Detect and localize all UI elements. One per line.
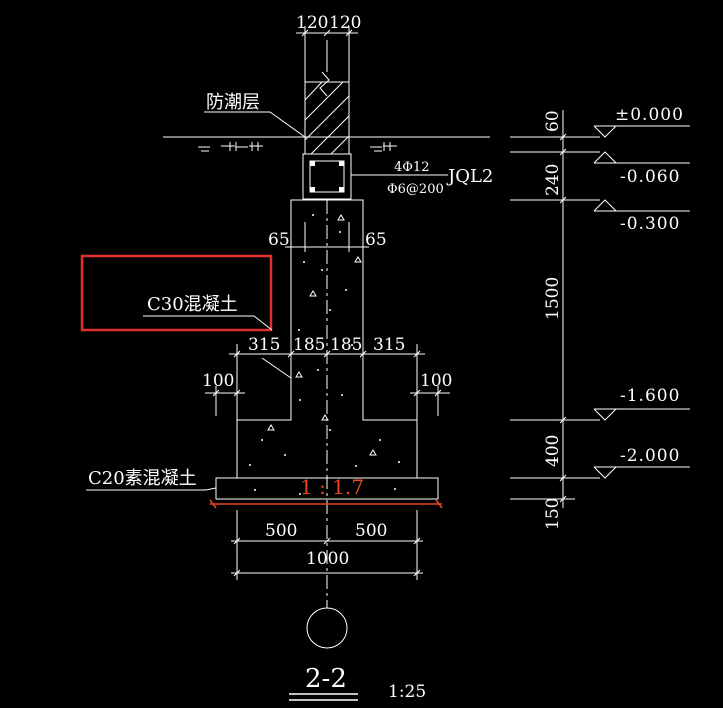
dim-half-left: 500 — [265, 521, 297, 541]
ring-beam-rebar: 4Φ12 — [394, 160, 429, 175]
earth-symbol-right — [236, 142, 263, 151]
vdim-400: 400 — [543, 435, 563, 467]
c30-label: C30混凝土 — [147, 294, 238, 315]
dim-half-right: 500 — [355, 521, 387, 541]
step-dimension — [229, 344, 425, 420]
elevation-marker-4 — [593, 408, 690, 421]
ring-beam — [302, 153, 352, 200]
dim-mid-left: 185 — [293, 335, 325, 355]
earth-symbol-left — [198, 142, 237, 152]
scale-label: 1:25 — [388, 682, 426, 702]
bottom-dimension — [231, 510, 423, 580]
c20-leader — [86, 487, 217, 491]
dim-step-right: 315 — [373, 335, 405, 355]
damp-proof-label: 防潮层 — [206, 92, 260, 113]
c30-leader — [143, 315, 273, 331]
ring-beam-name: JQL2 — [446, 166, 493, 187]
vertical-dimension-chain — [510, 110, 600, 508]
dim-wall-right: 120 — [329, 13, 361, 33]
offset-dimension — [205, 386, 450, 416]
base-red-ticks — [209, 499, 443, 509]
base-ratio: 1 : 1.7 — [300, 475, 364, 499]
dim-wall-left: 120 — [296, 13, 328, 33]
elevation-4: -2.000 — [620, 446, 680, 466]
dim-offset-left: 100 — [202, 371, 234, 391]
vdim-60: 60 — [543, 110, 563, 132]
highlight-box — [80, 254, 273, 332]
dim-step-left: 315 — [248, 335, 280, 355]
dim-offset-right: 100 — [420, 371, 452, 391]
concrete-speckle — [249, 214, 400, 495]
elevation-0: ±0.000 — [615, 105, 684, 125]
step-leader — [261, 357, 292, 379]
earth-symbol-right-side — [370, 142, 397, 152]
elevation-marker-5 — [593, 466, 690, 479]
dim-setback-left: 65 — [268, 230, 290, 250]
vdim-1500: 1500 — [543, 277, 563, 320]
c20-label: C20素混凝土 — [88, 468, 197, 489]
dim-total: 1000 — [306, 549, 349, 569]
elevation-marker-3 — [593, 199, 690, 212]
ring-beam-stirrup: Φ6@200 — [387, 182, 444, 197]
section-title: 2-2 — [305, 664, 347, 694]
damp-proof-leader — [204, 111, 306, 138]
axis-bubble — [306, 607, 348, 649]
elevation-marker-2 — [593, 151, 690, 164]
elevation-marker-1 — [593, 125, 690, 138]
vdim-240: 240 — [543, 164, 563, 196]
elevation-3: -1.600 — [620, 386, 680, 406]
top-dimension — [296, 26, 358, 82]
setback-dimension — [285, 222, 369, 252]
dim-mid-right: 185 — [330, 335, 362, 355]
elevation-1: -0.060 — [620, 167, 680, 187]
vdim-150: 150 — [543, 498, 563, 530]
elevation-2: -0.300 — [620, 214, 680, 234]
dim-setback-right: 65 — [365, 230, 387, 250]
